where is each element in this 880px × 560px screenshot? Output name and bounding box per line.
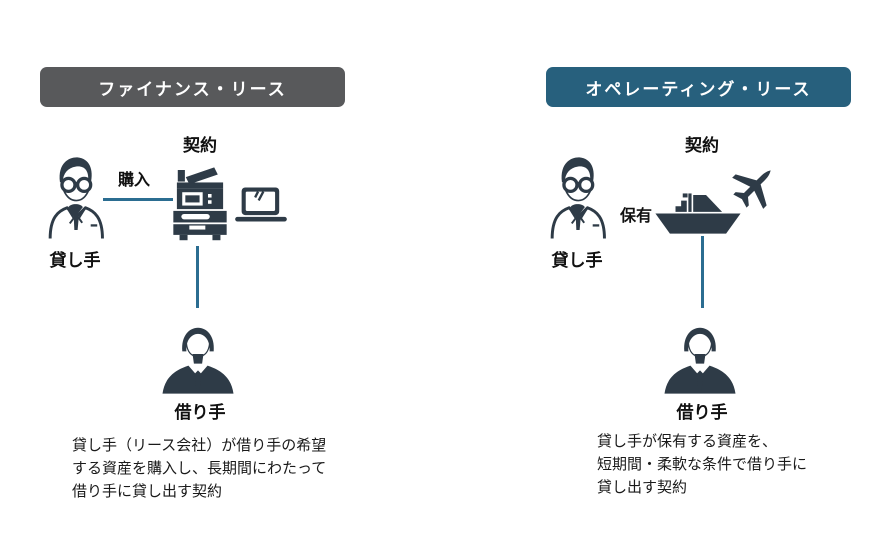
ship-icon: [655, 193, 741, 234]
operating-lease-description: 貸し手が保有する資産を、 短期間・柔軟な条件で借り手に 貸し出す契約: [597, 433, 808, 496]
ownership-label: 保有: [619, 208, 652, 225]
airplane-icon: [732, 170, 771, 209]
businessman-glasses-icon: [550, 157, 606, 239]
lender-asset-connector-left: [103, 198, 173, 201]
purchase-label: 購入: [117, 172, 150, 189]
finance-lease-header: ファイナンス・リース: [40, 67, 345, 107]
lender-label-left: 貸し手: [49, 251, 101, 270]
businessman-icon: [162, 327, 234, 394]
operating-lease-header: オペレーティング・リース: [546, 67, 851, 107]
businessman-glasses-icon: [48, 157, 104, 239]
copier-icon: [173, 167, 227, 241]
businessman-icon: [664, 327, 736, 394]
borrower-label-right: 借り手: [676, 403, 728, 422]
lender-label-right: 貸し手: [551, 251, 603, 270]
asset-borrower-connector-left: [196, 246, 199, 308]
borrower-label-left: 借り手: [174, 403, 226, 422]
asset-borrower-connector-right: [701, 236, 704, 308]
finance-lease-description: 貸し手（リース会社）が借り手の希望 する資産を購入し、長期間にわたって 借り手に…: [72, 437, 327, 500]
contract-label-left: 契約: [183, 136, 217, 155]
contract-label-right: 契約: [685, 136, 719, 155]
laptop-icon: [235, 187, 287, 222]
